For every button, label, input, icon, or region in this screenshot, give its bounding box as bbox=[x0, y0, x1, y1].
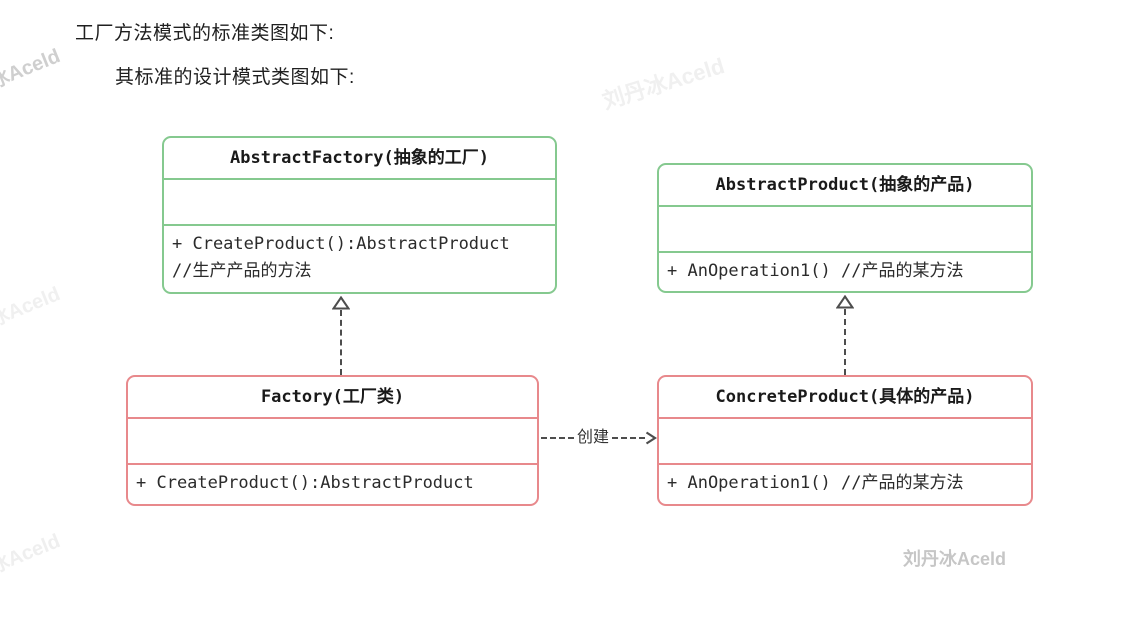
heading-line2: 其标准的设计模式类图如下: bbox=[115, 67, 355, 88]
method-comment: //生产产品的方法 bbox=[172, 261, 312, 281]
class-title: Factory(工厂类) bbox=[128, 377, 537, 419]
class-methods: + CreateProduct():AbstractProduct bbox=[128, 465, 537, 504]
watermark: 刘丹冰Aceld bbox=[0, 45, 64, 109]
heading-line1: 工厂方法模式的标准类图如下: bbox=[75, 23, 335, 44]
watermark-signature: 刘丹冰Aceld bbox=[903, 549, 1007, 569]
hollow-triangle-arrowhead-icon bbox=[836, 295, 854, 309]
dashed-line bbox=[340, 310, 342, 375]
method-line: + CreateProduct():AbstractProduct bbox=[172, 234, 510, 254]
class-methods: + AnOperation1() //产品的某方法 bbox=[659, 253, 1031, 291]
realization-arrow-factory-to-abstractfactory bbox=[332, 296, 350, 375]
dashed-line bbox=[541, 437, 574, 439]
class-box-concrete-product: ConcreteProduct(具体的产品) + AnOperation1() … bbox=[657, 375, 1033, 506]
class-box-factory: Factory(工厂类) + CreateProduct():AbstractP… bbox=[126, 375, 539, 506]
watermark: 刘丹冰Aceld bbox=[0, 530, 64, 594]
realization-arrow-concreteproduct-to-abstractproduct bbox=[836, 295, 854, 375]
class-attributes-empty bbox=[659, 207, 1031, 253]
class-methods: + CreateProduct():AbstractProduct //生产产品… bbox=[164, 226, 555, 292]
method-line: + AnOperation1() //产品的某方法 bbox=[667, 261, 964, 281]
class-methods: + AnOperation1() //产品的某方法 bbox=[659, 465, 1031, 504]
class-box-abstract-product: AbstractProduct(抽象的产品) + AnOperation1() … bbox=[657, 163, 1033, 293]
class-attributes-empty bbox=[659, 419, 1031, 465]
open-arrowhead-icon bbox=[645, 431, 658, 445]
method-line: + AnOperation1() //产品的某方法 bbox=[667, 473, 964, 493]
dashed-line bbox=[612, 437, 646, 439]
class-title: AbstractFactory(抽象的工厂) bbox=[164, 138, 555, 180]
watermark: 刘丹冰Aceld bbox=[599, 53, 728, 114]
dependency-arrow-factory-to-concreteproduct: 创建 bbox=[541, 429, 658, 447]
dashed-line bbox=[844, 309, 846, 375]
class-title: ConcreteProduct(具体的产品) bbox=[659, 377, 1031, 419]
dependency-label: 创建 bbox=[577, 429, 610, 446]
hollow-triangle-arrowhead-icon bbox=[332, 296, 350, 310]
method-line: + CreateProduct():AbstractProduct bbox=[136, 473, 474, 493]
watermark: 刘丹冰Aceld bbox=[0, 283, 64, 347]
class-title: AbstractProduct(抽象的产品) bbox=[659, 165, 1031, 207]
class-attributes-empty bbox=[128, 419, 537, 465]
class-attributes-empty bbox=[164, 180, 555, 226]
class-box-abstract-factory: AbstractFactory(抽象的工厂) + CreateProduct()… bbox=[162, 136, 557, 294]
